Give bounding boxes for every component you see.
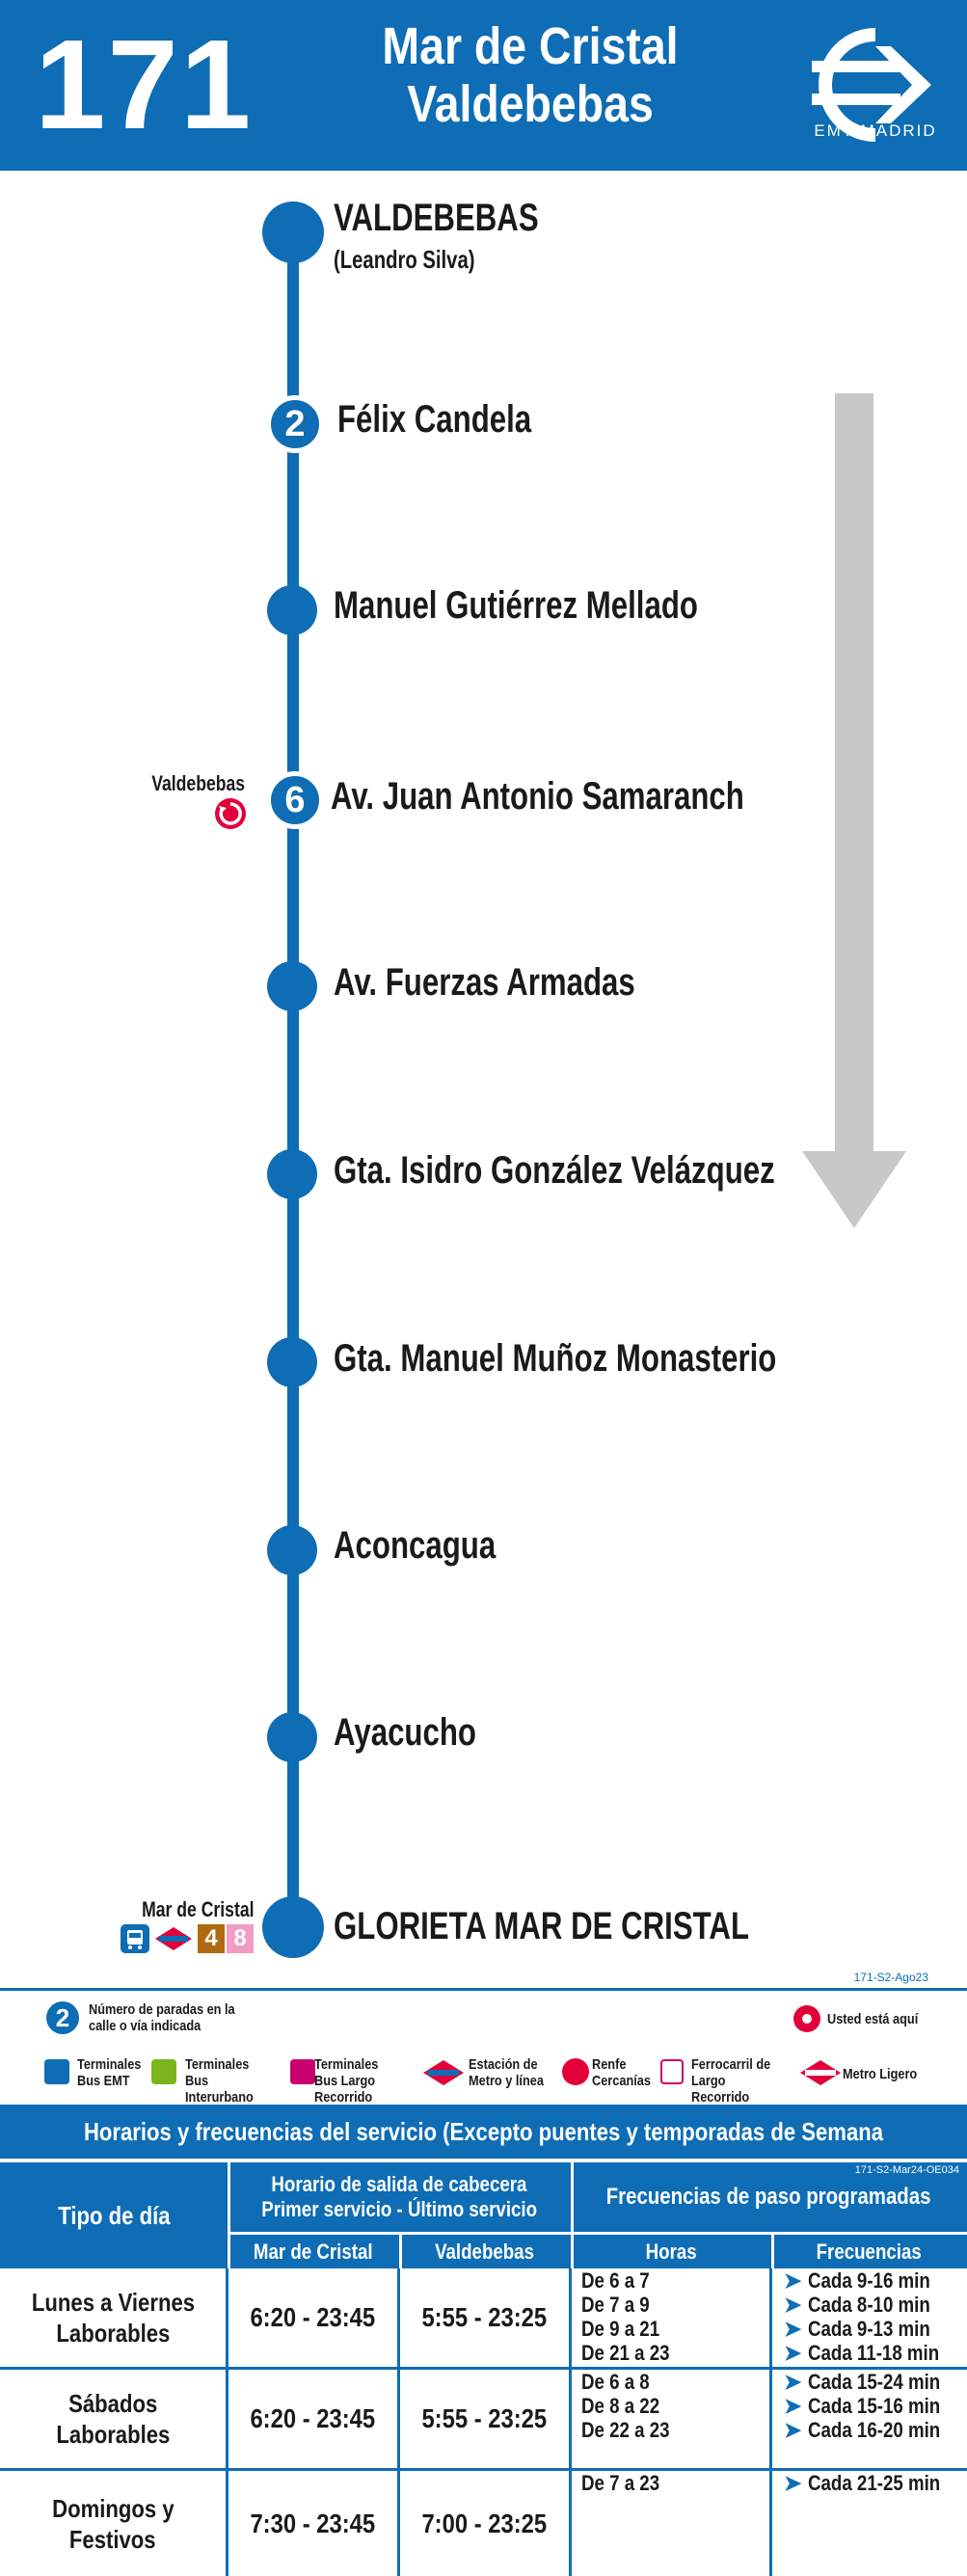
stop-name: Manuel Gutiérrez Mellado: [334, 584, 698, 627]
stop-dot: [262, 1896, 324, 1958]
stop-name: Ayacucho: [334, 1711, 476, 1754]
schedule-row-valde-time: 7:00 - 23:25: [421, 2508, 548, 2538]
legend-metro-station: Estación de Metro y línea: [469, 2056, 544, 2089]
stop-name: Av. Juan Antonio Samaranch: [331, 775, 744, 818]
legend-divider: [0, 1988, 967, 1991]
stop-dot: [267, 961, 317, 1011]
stop-dot: [267, 1525, 317, 1575]
stop-count-badge: 2: [266, 395, 324, 453]
sub-header-mar: Mar de Cristal: [228, 2235, 399, 2268]
schedule-row-mar-time: 6:20 - 23:45: [250, 2302, 376, 2332]
sub-header-valde: Valdebebas: [399, 2235, 571, 2268]
route-line: [287, 228, 299, 1936]
legend-long-rail: Ferrocarril de Largo Recorrido: [691, 2056, 771, 2106]
stop-subname: (Leandro Silva): [334, 245, 475, 274]
logo-text: EMT MADRID: [814, 121, 937, 140]
emt-logo-icon: [812, 28, 931, 142]
schedule-row-valde-time: 5:55 - 23:25: [421, 2302, 548, 2332]
long-distance-terminal-legend-icon: [290, 2059, 315, 2084]
destination-2: Valdebebas: [407, 75, 654, 133]
interurban-terminal-legend-icon: [151, 2059, 176, 2084]
line-number: 171: [35, 13, 254, 155]
long-rail-legend-icon: [660, 2059, 684, 2084]
schedule-row-mar-time: 7:30 - 23:45: [250, 2508, 376, 2538]
schedule-row-freqs: ➤ Cada 9-16 min ➤ Cada 8-10 min ➤ Cada 9…: [784, 2268, 939, 2365]
grid-line: [0, 2367, 967, 2370]
emt-terminal-legend-icon: [44, 2059, 69, 2084]
stop-dot: [267, 1712, 317, 1762]
emt-bus-terminal-icon: [121, 1924, 149, 1953]
metro-station-icon: [155, 1927, 192, 1950]
stop-name: VALDEBEBAS: [334, 197, 539, 239]
stop-dot: [267, 1149, 317, 1199]
stop-dot: [267, 585, 317, 635]
mar-de-cristal-station-label: Mar de Cristal: [141, 1897, 254, 1921]
stop-count-badge: 6: [266, 771, 324, 829]
grid-line: [226, 2268, 228, 2576]
legend-long-distance-terminals: Terminales Bus Largo Recorrido: [314, 2056, 379, 2106]
schedule-row-freqs: ➤ Cada 21-25 min: [784, 2471, 940, 2495]
legend-renfe: Renfe Cercanías: [592, 2056, 651, 2089]
legend-light-metro: Metro Ligero: [843, 2066, 918, 2082]
legend-interurban-terminals: Terminales Bus Interurbano: [185, 2056, 254, 2106]
you-are-here-icon: [793, 2005, 820, 2032]
header-divider: [771, 2235, 774, 2268]
metro-line-4-badge: 4: [198, 1924, 225, 1953]
schedule-title: Horarios y frecuencias del servicio (Exc…: [0, 2105, 967, 2200]
stop-name: Gta. Isidro González Velázquez: [334, 1149, 775, 1192]
legend-stops-count: Número de paradas en la calle o vía indi…: [89, 2001, 235, 2034]
schedule-row-hours: De 6 a 7 De 7 a 9 De 9 a 21 De 21 a 23: [581, 2268, 670, 2365]
col-first-last-header: Horario de salida de cabecera Primer ser…: [228, 2162, 571, 2232]
header-destinations: Mar de Cristal Valdebebas: [318, 17, 742, 133]
metro-line-8-badge: 8: [227, 1924, 254, 1953]
stop-name: Gta. Manuel Muñoz Monasterio: [334, 1337, 777, 1380]
header-divider: [228, 2162, 230, 2268]
header-divider: [228, 2232, 967, 2235]
schedule-code: 171-S2-Mar24-OE034: [854, 2164, 959, 2176]
stop-name: GLORIETA MAR DE CRISTAL: [334, 1905, 749, 1947]
legend-you-are-here: Usted está aquí: [827, 2011, 919, 2027]
col-day-header: Tipo de día: [0, 2162, 228, 2268]
valdebebas-station-label: Valdebebas: [151, 771, 245, 795]
stop-name: Félix Candela: [337, 398, 532, 441]
map-code: 171-S2-Ago23: [853, 1971, 928, 1984]
schedule-row-mar-time: 6:20 - 23:45: [250, 2403, 376, 2433]
stop-name: Aconcagua: [334, 1524, 497, 1567]
grid-line: [0, 2468, 967, 2471]
sub-header-freqs: Frecuencias: [771, 2235, 967, 2268]
stop-dot: [262, 201, 324, 263]
header-divider: [571, 2162, 574, 2268]
grid-line: [569, 2268, 572, 2576]
schedule-row-valde-time: 5:55 - 23:25: [421, 2403, 548, 2433]
schedule-table: Tipo de día Horario de salida de cabecer…: [0, 2162, 967, 2576]
destination-1: Mar de Cristal: [382, 17, 679, 75]
renfe-legend-icon: [562, 2058, 589, 2085]
col-freq-header: Frecuencias de paso programadas: [571, 2162, 967, 2232]
grid-line: [397, 2268, 400, 2576]
metro-legend-icon: [423, 2060, 464, 2085]
stop-name: Av. Fuerzas Armadas: [334, 961, 635, 1004]
header-banner: 171 Mar de Cristal Valdebebas EMT MADRID: [0, 0, 967, 171]
grid-line: [769, 2268, 772, 2576]
schedule-row-freqs: ➤ Cada 15-24 min ➤ Cada 15-16 min ➤ Cada…: [784, 2370, 940, 2442]
stop-dot: [267, 1337, 317, 1387]
sub-header-hours: Horas: [571, 2235, 771, 2268]
light-metro-legend-icon: [800, 2060, 841, 2085]
legend-emt-terminals: Terminales Bus EMT: [77, 2056, 142, 2089]
stop-count-legend-icon: 2: [46, 2001, 79, 2034]
schedule-row-hours: De 6 a 8 De 8 a 22 De 22 a 23: [581, 2370, 670, 2442]
direction-arrow-icon: [802, 393, 906, 1228]
renfe-cercanias-icon: [215, 798, 246, 829]
schedule-row-hours: De 7 a 23: [581, 2471, 660, 2495]
header-divider: [399, 2235, 402, 2268]
